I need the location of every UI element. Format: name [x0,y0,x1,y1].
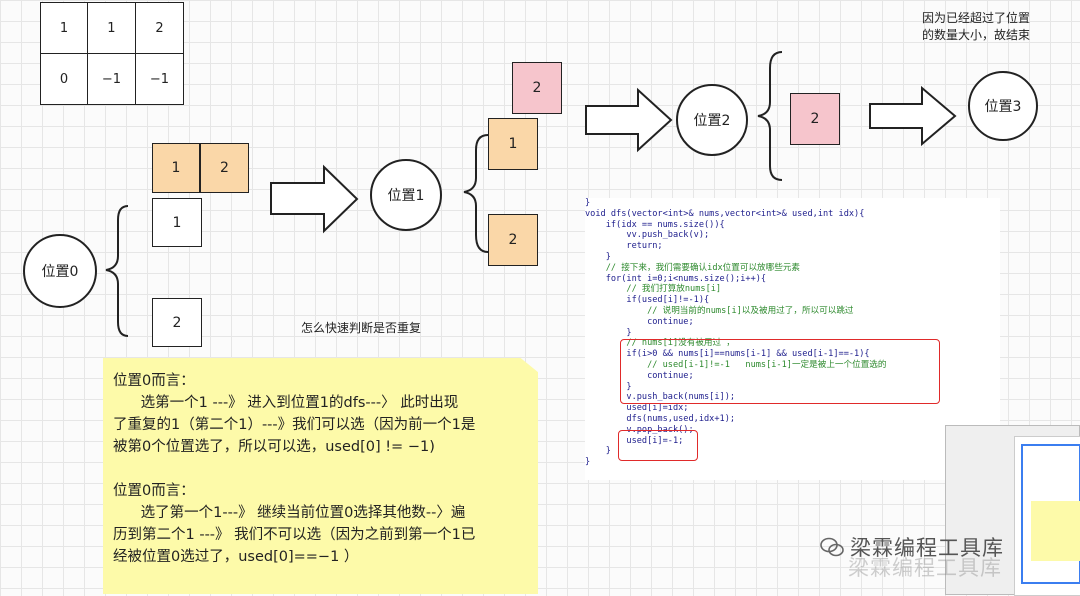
sticky-line: 了重复的1（第二个1）---》我们可以选（因为前一个1是 [113,417,476,433]
code-line: if(i>0 && nums[i]==nums[i-1] && used[i-1… [585,349,870,360]
end-note-line-2: 的数量大小，故结束 [922,28,1031,42]
end-note-line-1: 因为已经超过了位置 [922,11,1031,25]
code-line: continue; [585,370,694,381]
arrow-to-pos1 [270,164,359,234]
brace-pos2 [757,51,783,181]
code-line: for(int i=0;i<nums.size();i++){ [585,273,767,284]
pos0-option-2: 2 [152,298,202,347]
code-comment-line: // 接下来，我们需要确认idx位置可以放哪些元素 [585,262,801,273]
code-comment-line: // used[i-1]!=-1 nums[i-1]一定是被上一个位置选的 [585,359,887,370]
watermark-text: 梁霖编程工具库 [850,536,1004,560]
code-line: } [585,198,591,208]
code-line: } [585,457,591,468]
pos1-option-2: 2 [488,214,538,266]
code-line: v.pop_back(); [585,424,694,435]
table-row: 1 1 2 [40,2,185,54]
code-line: used[i]=-1; [585,435,684,446]
code-line: vv.push_back(v); [585,230,710,241]
minimap-panel[interactable] [945,425,1080,596]
pos2-pink-box: 2 [790,93,840,145]
code-line: } [585,381,632,392]
pos0-pair-box-2: 2 [200,143,249,193]
table-cell: 1 [86,2,136,54]
position-1-node: 位置1 [370,159,442,231]
code-line: } [585,446,611,457]
arrow-to-pos2 [585,87,673,153]
sticky-line: 位置0而言： [113,483,195,499]
code-line: } [585,251,611,262]
watermark-shadow: 梁霖编程工具库 [848,556,1002,580]
sticky-line: 被第0个位置选了，所以可以选，used[0] != −1) [113,439,435,455]
code-line: return; [585,241,663,252]
pos1-option-1: 1 [488,118,538,170]
code-line: used[i]=idx; [585,403,689,414]
sticky-line: 经被位置0选过了，used[0]==−1 ） [113,549,359,565]
sticky-line: 选了第一个1---》 继续当前位置0选择其他数--〉遍 [113,505,466,521]
end-note: 因为已经超过了位置 的数量大小，故结束 [922,10,1030,44]
position-0-node: 位置0 [23,234,97,308]
pos0-option-1: 1 [152,198,202,247]
wechat-icon [820,537,844,557]
table-row: 0 −1 −1 [40,53,185,105]
table-cell: 2 [134,2,185,54]
duplicate-check-highlight [620,339,940,404]
code-line: void dfs(vector<int>& nums,vector<int>& … [585,208,865,219]
brace-pos0 [105,205,129,337]
used-state-table: 1 1 2 0 −1 −1 [40,2,185,105]
table-cell: 1 [40,2,88,54]
code-line: if(used[i]!=-1){ [585,295,710,306]
duplicate-question-note: 怎么快速判断是否重复 [301,321,422,335]
sticky-line [113,458,528,480]
code-line: } [585,327,632,338]
sticky-note: 位置0而言： 选第一个1 ---》 进入到位置1的dfs---〉 此时出现 了重… [103,358,538,594]
code-line: if(idx == nums.size()){ [585,219,725,230]
code-comment-line: // 我们打算放nums[i] [585,284,722,295]
backtrack-highlight [618,430,698,461]
code-comment-line: // 说明当前的nums[i]以及被用过了，所以可以跳过 [585,305,854,316]
position-2-node: 位置2 [676,84,748,156]
table-cell: −1 [134,53,185,105]
watermark: 梁霖编程工具库 梁霖编程工具库 [820,532,1004,580]
code-line: v.push_back(nums[i]); [585,392,736,403]
sticky-line: 选第一个1 ---》 进入到位置1的dfs---〉 此时出现 [113,395,459,411]
brace-pos1 [463,134,489,253]
minimap-sticky-preview [1031,501,1080,561]
code-line: continue; [585,316,694,327]
code-line: dfs(nums,used,idx+1); [585,413,736,424]
table-cell: −1 [86,53,136,105]
pos1-pink-box: 2 [512,62,562,114]
sticky-line: 位置0而言： [113,373,195,389]
pos0-pair-box-1: 1 [152,143,200,193]
code-comment-line: // nums[i]没有被用过 ， [585,338,735,349]
sticky-line: 历到第二个1 ---》 我们不可以选（因为之前到第一个1已 [113,527,476,543]
arrow-to-pos3 [869,85,957,147]
position-3-node: 位置3 [968,71,1038,141]
